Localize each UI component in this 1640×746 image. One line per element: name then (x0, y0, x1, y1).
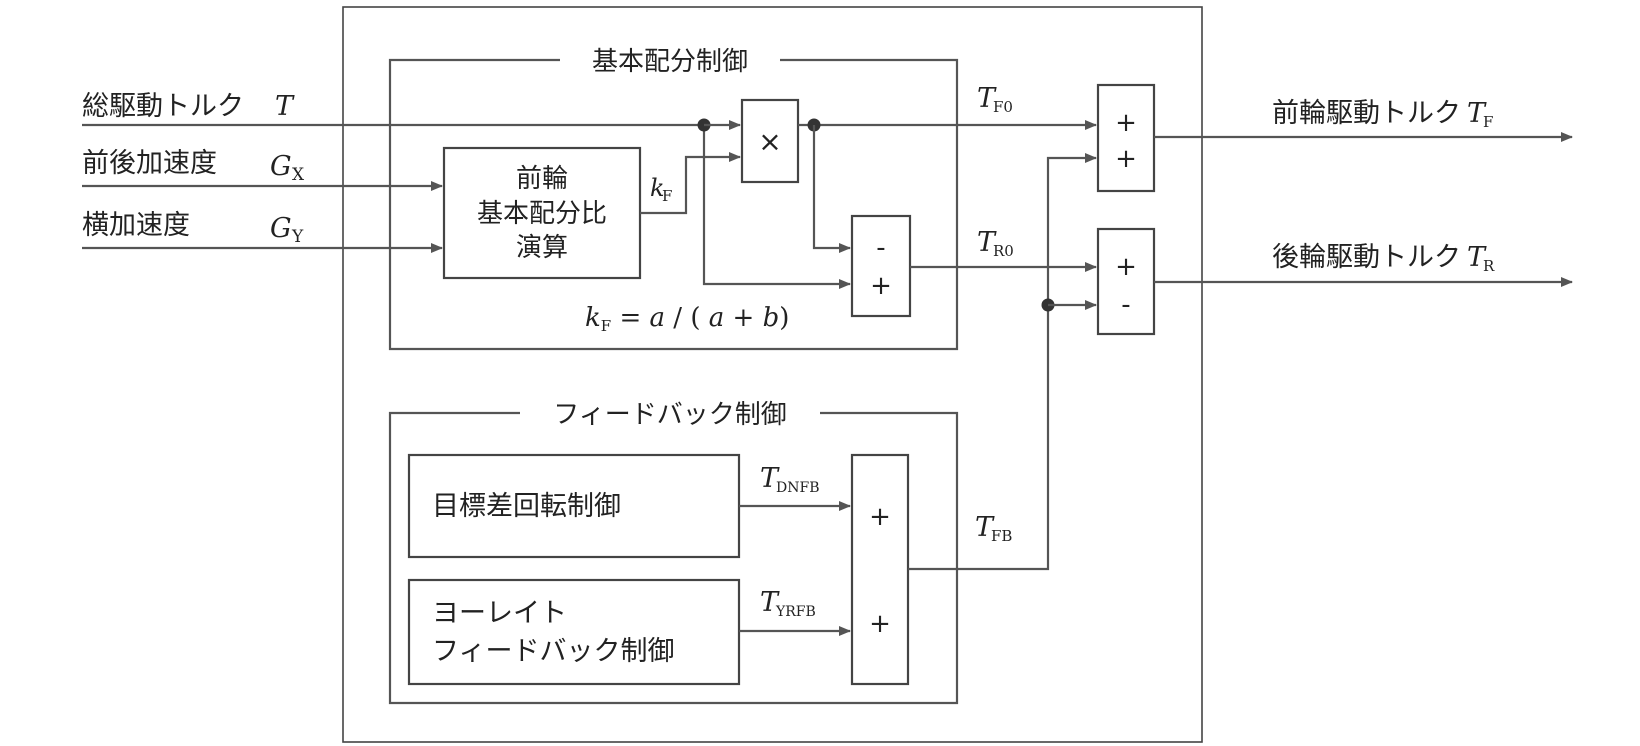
rear-sum-top: + (1115, 252, 1137, 282)
front-ratio-calc-box (442, 146, 642, 280)
front-sum-bottom: + (1115, 144, 1137, 174)
front-sum-box (1096, 83, 1156, 193)
tr0-symbol: T (977, 227, 997, 258)
tfb-line (908, 153, 1097, 571)
tfb-symbol: T (975, 512, 995, 543)
feedback-sum-top: + (869, 502, 891, 532)
tfb-sub: FB (991, 527, 1012, 545)
tdnfb-sub: DNFB (776, 480, 819, 496)
input-total-torque-symbol: T (275, 91, 295, 122)
yaw-rate-line2: フィードバック制御 (432, 636, 674, 667)
subtract-box (850, 214, 912, 318)
total-torque-branch (702, 125, 851, 289)
rear-output-sub: R (1483, 257, 1495, 275)
tr0-sub: R0 (993, 242, 1014, 260)
feedback-sum-bottom: + (869, 609, 891, 639)
input-longitudinal-accel-symbol: G (270, 151, 292, 182)
controller-outer-frame (342, 6, 1203, 743)
target-diff-rotation-label: 目標差回転制御 (432, 491, 621, 522)
input-total-torque-label: 総駆動トルク (82, 91, 244, 122)
rear-output-symbol: T (1467, 242, 1487, 273)
kf-formula: kF = a / ( a + b) (585, 303, 789, 335)
ratio-box-line1: 前輪 (516, 164, 568, 194)
basic-distribution-frame (388, 58, 959, 351)
front-output-label: 前輪駆動トルク (1272, 98, 1461, 129)
ratio-box-line2: 基本配分比 (477, 199, 607, 229)
feedback-sum-box (850, 453, 910, 686)
rear-sum-bottom: - (1121, 290, 1130, 320)
subtract-plus: + (870, 271, 892, 301)
kf-symbol: k (650, 174, 665, 202)
input-longitudinal-accel-sub: X (292, 165, 305, 185)
input-lateral-accel-label: 横加速度 (82, 210, 190, 241)
multiplier-box (740, 98, 800, 184)
front-output-sub: F (1483, 113, 1493, 131)
front-output-symbol: T (1467, 98, 1487, 129)
tf0-symbol: T (977, 83, 997, 114)
multiplier-symbol: × (758, 125, 781, 158)
input-longitudinal-accel-label: 前後加速度 (82, 148, 217, 179)
feedback-title: フィードバック制御 (553, 400, 786, 430)
tdnfb-symbol: T (760, 463, 780, 494)
basic-distribution-title: 基本配分制御 (592, 47, 748, 77)
yaw-rate-feedback-box (407, 578, 741, 686)
input-lateral-accel-symbol: G (270, 213, 292, 244)
front-sum-top: + (1115, 108, 1137, 138)
yaw-rate-line1: ヨーレイト (432, 598, 567, 629)
ratio-box-line3: 演算 (516, 233, 568, 263)
kf-sub: F (662, 187, 672, 205)
rear-output-label: 後輪駆動トルク (1272, 242, 1461, 273)
feedback-frame (388, 411, 959, 705)
input-lateral-accel-sub: Y (291, 227, 304, 247)
tyrfb-symbol: T (760, 587, 780, 618)
kf-line (640, 152, 741, 215)
tf0-sub: F0 (993, 98, 1013, 116)
tyrfb-sub: YRFB (775, 604, 816, 620)
tf0-branch (812, 125, 851, 253)
subtract-minus: - (876, 233, 885, 263)
target-diff-rotation-box (407, 453, 741, 559)
